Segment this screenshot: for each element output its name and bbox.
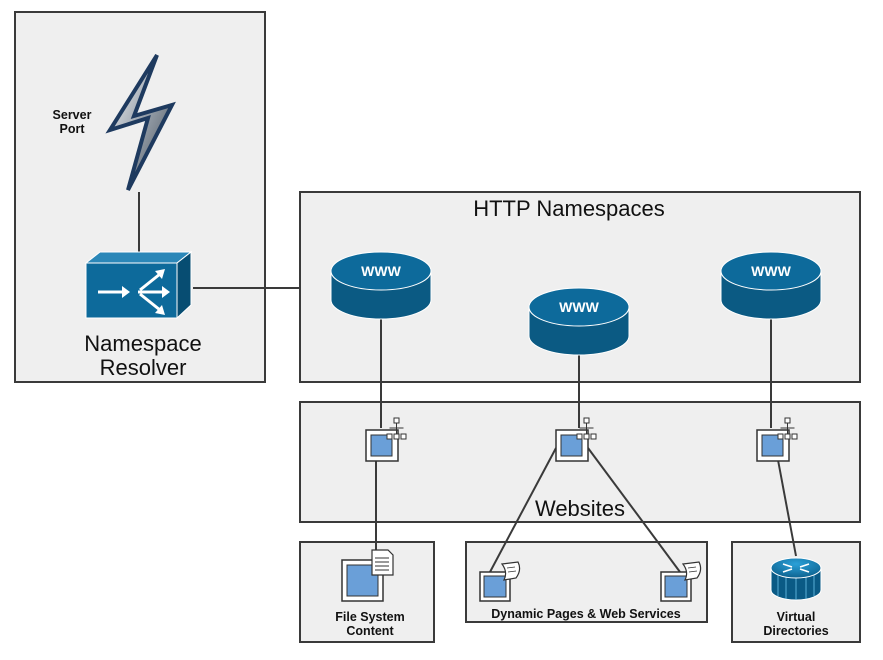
website-icon-1: [365, 417, 407, 462]
virtual-directories-label-line1: Virtual: [777, 610, 816, 624]
server-port-label-line2: Port: [60, 122, 86, 136]
www-disk-2-label: WWW: [559, 299, 599, 315]
dynamic-pages-label: Dynamic Pages & Web Services: [491, 607, 680, 621]
lightning-bolt-icon: [105, 53, 176, 191]
site2-to-dynamic-left-line: [489, 447, 557, 573]
router-icon: [770, 557, 822, 601]
switch-icon: [84, 250, 193, 320]
server-port-label-line1: Server: [53, 108, 92, 122]
www-disk-1: WWW: [330, 251, 432, 320]
virtual-directories-label-line2: Directories: [763, 624, 828, 638]
script-page-icon-left: [479, 561, 521, 602]
file-system-label-line1: File System: [335, 610, 404, 624]
http-namespaces-title: HTTP Namespaces: [473, 196, 665, 221]
www-disk-3: WWW: [720, 251, 822, 320]
www-disk-1-label: WWW: [361, 263, 401, 279]
website-icon-3: [756, 417, 798, 462]
website-icon-2: [555, 417, 597, 462]
file-system-label-line2: Content: [346, 624, 394, 638]
resolver-label-line2: Resolver: [100, 355, 187, 380]
site3-to-virtual-line: [777, 459, 797, 557]
file-document-icon: [341, 549, 394, 602]
resolver-label-line1: Namespace: [84, 331, 201, 356]
script-page-icon-right: [660, 561, 702, 602]
websites-title: Websites: [535, 496, 625, 521]
site2-to-dynamic-right-line: [587, 447, 681, 573]
www-disk-2: WWW: [528, 287, 630, 356]
connection-lines: [138, 192, 797, 573]
www-disk-3-label: WWW: [751, 263, 791, 279]
